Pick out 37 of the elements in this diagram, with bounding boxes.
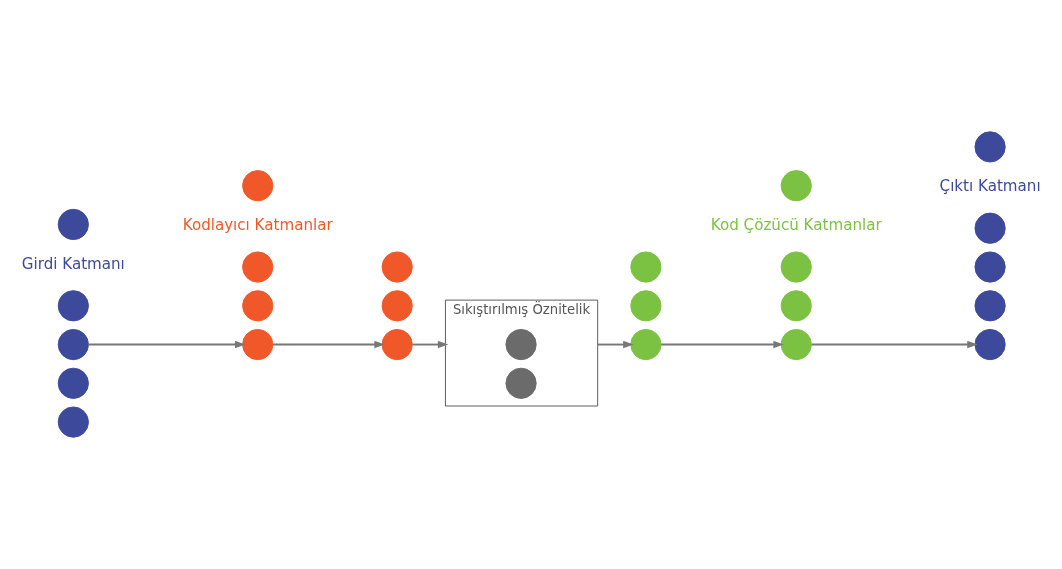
node-circle (57, 290, 89, 322)
node-circle (780, 290, 812, 322)
node-circle (780, 170, 812, 202)
label: Kodlayıcı Katmanlar (182, 215, 333, 234)
node-circle (242, 290, 274, 322)
node-circle (505, 328, 537, 361)
node-circle (57, 367, 89, 399)
node-circle (381, 328, 413, 361)
arrow (271, 340, 385, 349)
cluster: Sıkıştırılmış Öznitelik (444, 299, 599, 407)
node-circle (57, 328, 89, 361)
node-circle (974, 251, 1006, 283)
label: Kod Çözücü Katmanlar (710, 215, 882, 234)
node-circle (974, 212, 1006, 244)
node-circle (974, 131, 1006, 163)
arrow (87, 340, 246, 349)
node-circle (381, 251, 413, 283)
node-circle (242, 170, 274, 202)
node-circle (974, 290, 1006, 322)
node-circle (630, 251, 662, 283)
node-circle (381, 290, 413, 322)
node-circle (505, 367, 537, 399)
node-circle (780, 328, 812, 361)
arrow (660, 340, 784, 349)
node-circle (974, 328, 1006, 361)
arrow (810, 340, 978, 349)
node-circle (242, 328, 274, 361)
node-circle (57, 208, 89, 241)
label: Girdi Katmanı (21, 254, 125, 273)
node-circle (242, 251, 274, 283)
label: Çıktı Katmanı (939, 177, 1041, 196)
arrow (411, 340, 449, 349)
node-circle (780, 251, 812, 283)
node-circle (57, 406, 89, 438)
node-circle (630, 290, 662, 322)
arrow (596, 340, 634, 349)
node-circle (630, 328, 662, 361)
